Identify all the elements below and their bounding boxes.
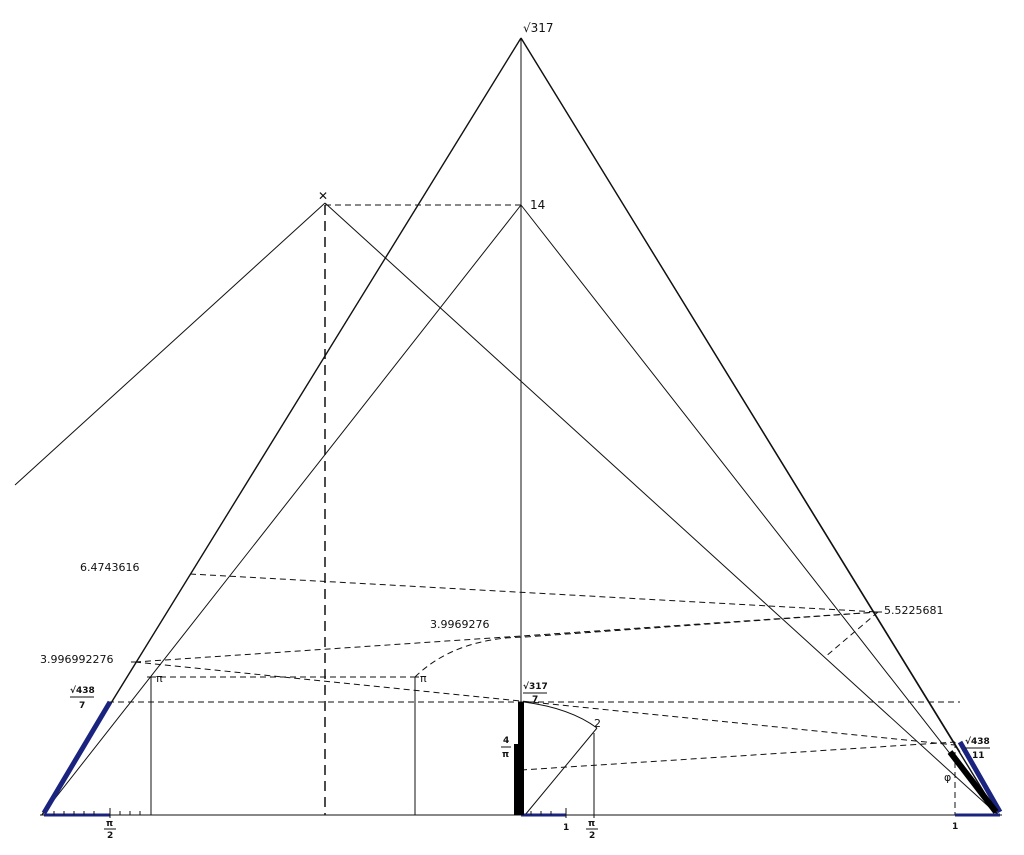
arc-sqrt317 [523, 701, 598, 729]
label-apex-14: 14 [530, 198, 545, 212]
label-one-center: 1 [563, 823, 569, 833]
center-base-ticks [530, 808, 595, 818]
label-sqrt317-7-den: 7 [532, 695, 538, 705]
label-sqrt438-7-num: √438 [70, 685, 95, 696]
dashed-upper-to-5522 [134, 611, 879, 663]
dashed-curve-3996 [414, 636, 526, 678]
label-two: 2 [594, 717, 601, 730]
label-phi: φ [944, 771, 951, 784]
right-black-slant [947, 750, 999, 814]
left-base-ticks [53, 808, 141, 818]
blue-right-slant [957, 740, 1003, 814]
mid-triangle-left-side [41, 204, 522, 816]
dashed-5522-arc [824, 611, 879, 658]
dashed-64743616 [189, 573, 879, 613]
label-55225681: 5.5225681 [884, 604, 944, 617]
label-sqrt438-11-den: 11 [972, 751, 985, 761]
left-apex-diagonal [324, 202, 999, 816]
label-3996992276: 3.996992276 [40, 653, 113, 666]
left-apex-outer-line [14, 202, 326, 486]
label-39969276: 3.9969276 [430, 618, 490, 631]
label-pi2-center-num: π [588, 819, 595, 829]
label-pi2-center-den: 2 [589, 831, 595, 841]
dashed-center-to-right-low [520, 741, 956, 771]
label-pi2-left-den: 2 [107, 831, 113, 841]
label-four-pi-den: π [502, 750, 509, 760]
label-pi2-left-num: π [106, 819, 113, 829]
label-sqrt438-11-num: √438 [965, 736, 990, 747]
label-apex-sqrt317: √317 [523, 21, 554, 35]
label-sqrt317-7-num: √317 [523, 681, 548, 692]
label-pi-mid: π [420, 672, 427, 685]
blue-left-slant [41, 700, 113, 815]
diagonal-to-2 [524, 727, 598, 816]
point-markers [131, 611, 882, 678]
dashed-curve-continuation [524, 611, 879, 638]
label-four-pi-num: 4 [503, 736, 509, 746]
mid-triangle-right-side [520, 204, 999, 816]
label-sqrt438-7-den: 7 [79, 701, 85, 711]
big-triangle-left-side [41, 37, 522, 816]
right-fan-line-1 [520, 37, 961, 753]
label-left-apex-mark: ✕ [318, 189, 328, 203]
label-one-right: 1 [952, 822, 958, 832]
dashed-from-3996-to-right [134, 661, 956, 746]
label-64743616: 6.4743616 [80, 561, 140, 574]
label-pi-left: π [156, 672, 163, 685]
